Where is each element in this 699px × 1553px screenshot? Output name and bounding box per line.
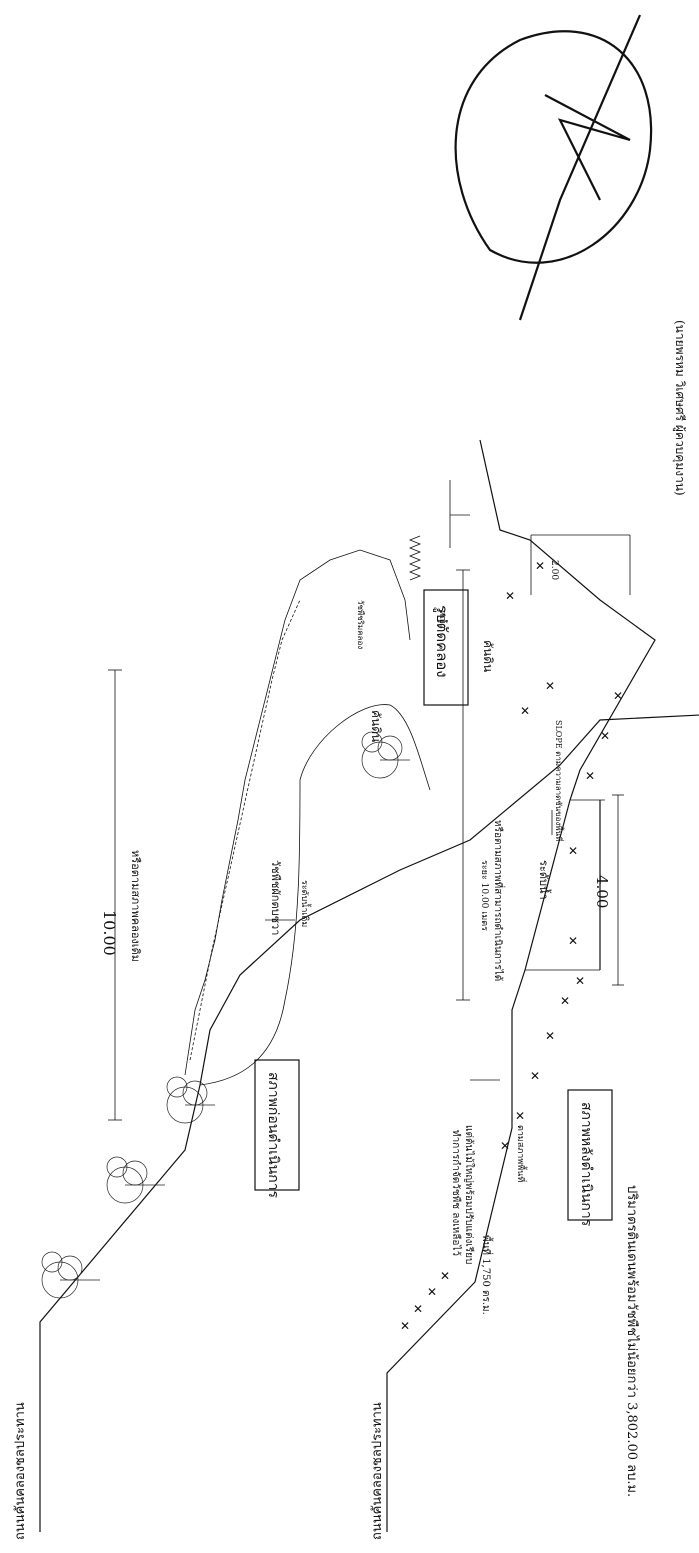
after-grass-marks: ✕ ✕ ✕ ✕ ✕ ✕ ✕ ✕ ✕ ✕ ✕ ✕ ✕ ✕ ✕ ✕ ✕ ✕ ✕ xyxy=(400,559,623,1333)
before-grass-label: หญ้า xyxy=(437,610,448,629)
svg-text:✕: ✕ xyxy=(505,589,515,603)
svg-text:✕: ✕ xyxy=(545,679,555,693)
before-title-box xyxy=(254,1059,300,1191)
before-ground-profile xyxy=(39,714,699,1532)
svg-text:✕: ✕ xyxy=(427,1285,437,1299)
before-bank-label: คันดิน xyxy=(369,710,383,742)
after-water-label: ระดับน้ำ xyxy=(537,860,552,900)
after-height-value: 2.00 xyxy=(549,560,559,580)
after-ground-note: ตามสภาพพื้นที่ xyxy=(515,1125,528,1182)
svg-text:✕: ✕ xyxy=(400,1319,410,1333)
svg-text:✕: ✕ xyxy=(568,934,578,948)
before-weeds-note: วัชพืชผักตบชวา xyxy=(269,860,282,935)
svg-text:✕: ✕ xyxy=(568,844,578,858)
before-channel-bed xyxy=(199,704,431,1086)
after-area-note: พื้นที่ 1,750 ตร.ม. xyxy=(480,1235,494,1315)
svg-text:✕: ✕ xyxy=(613,689,623,703)
before-water-line xyxy=(184,549,411,1076)
after-road-label: ถนนคันคลองชลประทาน xyxy=(370,1402,385,1540)
svg-text:✕: ✕ xyxy=(440,1269,450,1283)
before-title: สภาพก่อนดำเนินการ xyxy=(265,1072,281,1199)
after-section: ถนนคันคลองชลประทาน ✕ ✕ ✕ ✕ ✕ ✕ ✕ ✕ ✕ ✕ ✕… xyxy=(370,439,656,1540)
svg-text:✕: ✕ xyxy=(575,974,585,988)
after-distance-note-line1: ระยะ 10.00 เมตร xyxy=(479,860,489,931)
after-clear-note-line2: แต่ต้นไม้ใหญ่พร้อมปรับแต่งเรียบ xyxy=(463,1125,475,1264)
signature-graphic xyxy=(454,14,653,321)
before-water-note: ระดับน้ำเดิม xyxy=(299,880,312,927)
before-weed-mat xyxy=(189,599,301,1061)
before-width-note: หรือตามสภาพคลองเดิม xyxy=(129,850,142,962)
svg-text:✕: ✕ xyxy=(560,994,570,1008)
after-slope-note: SLOPE ตามความลาดชันของพื้นที่ xyxy=(554,720,565,841)
after-ground-profile xyxy=(386,439,656,1532)
svg-text:✕: ✕ xyxy=(535,559,545,573)
svg-text:✕: ✕ xyxy=(413,1302,423,1316)
before-width-value: 10.00 xyxy=(100,910,119,956)
svg-text:✕: ✕ xyxy=(515,1109,525,1123)
before-weeds-right-note: วัชพืชริมคลอง xyxy=(356,600,365,649)
volume-note: ปริมาตรดินเดนพร้อมวัชพืชไม่น้อยกว่า 3,80… xyxy=(624,1185,640,1497)
svg-text:✕: ✕ xyxy=(600,729,610,743)
section-title: รูปตัดคลอง xyxy=(433,605,451,678)
before-road-label: ถนนคันคลองชลประทาน xyxy=(13,1402,28,1540)
after-clear-note-line1: ทำการกำจัดวัชพืช ลงเหลือไว้ xyxy=(450,1130,462,1256)
svg-text:✕: ✕ xyxy=(500,1139,510,1153)
before-section: ถนนคันคลองชลประทาน xyxy=(13,480,699,1540)
svg-text:✕: ✕ xyxy=(530,1069,540,1083)
svg-text:✕: ✕ xyxy=(585,769,595,783)
after-title-box xyxy=(567,1089,613,1221)
svg-text:✕: ✕ xyxy=(545,1029,555,1043)
after-bottom-width: 4.00 xyxy=(593,875,611,908)
section-title-box xyxy=(423,589,469,706)
after-distance-note-line2: หรือตามสภาพที่สามารถดำเนินการได้ xyxy=(492,820,506,981)
before-trees xyxy=(41,731,410,1299)
after-title: สภาพหลังดำเนินการ xyxy=(578,1102,594,1227)
svg-text:✕: ✕ xyxy=(520,704,530,718)
after-bank-label: คันดิน xyxy=(481,640,495,672)
before-grass-symbol xyxy=(408,535,422,581)
signature-name: (นายพรหม วิเศษศรี ผู้ควบคุมงาน) xyxy=(672,320,687,496)
